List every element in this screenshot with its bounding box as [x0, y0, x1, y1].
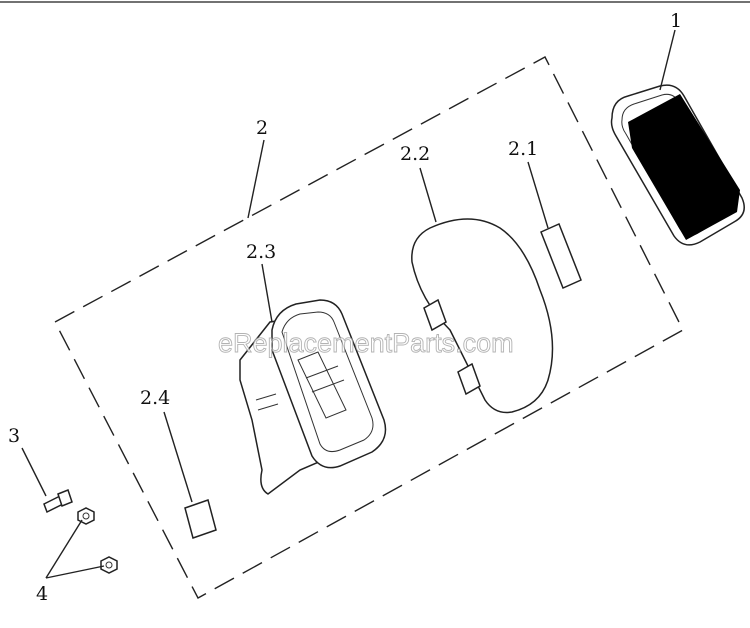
callout-2-3: 2.3 — [246, 241, 276, 263]
callout-2-4: 2.4 — [140, 387, 170, 409]
pad-part-2-1 — [540, 222, 582, 290]
foam-filter-part — [610, 84, 745, 246]
assembly-dashed-box — [54, 56, 684, 599]
callout-2: 2 — [256, 117, 268, 139]
pad-part-2-4 — [184, 499, 217, 539]
callout-3: 3 — [8, 425, 20, 447]
nut-part-4 — [77, 507, 118, 574]
callout-4: 4 — [36, 583, 48, 605]
callout-1: 1 — [670, 10, 682, 32]
callout-2-2: 2.2 — [400, 143, 430, 165]
housing-part-2-3 — [239, 299, 387, 495]
bolt-part-3 — [43, 489, 73, 514]
callout-2-1: 2.1 — [508, 138, 538, 160]
watermark-text: eReplacementParts.com — [218, 328, 514, 358]
leader-lines — [21, 29, 676, 579]
gasket-part-2-2 — [411, 218, 554, 414]
